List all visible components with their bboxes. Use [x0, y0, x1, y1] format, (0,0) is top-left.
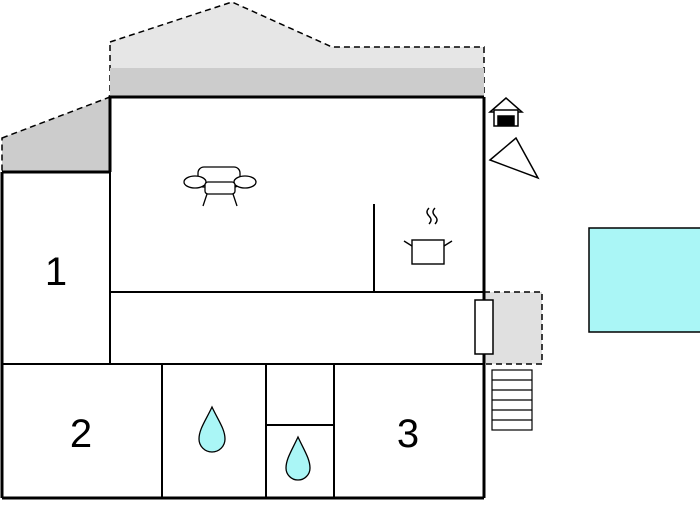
roof-band	[110, 68, 484, 97]
room-number-1: 1	[45, 250, 67, 294]
water-drop-icon	[198, 405, 226, 453]
water-drop-icon	[285, 435, 311, 481]
house-icon	[488, 97, 524, 127]
stairs	[491, 369, 533, 431]
room-number-3: 3	[397, 412, 419, 456]
walls	[0, 95, 486, 500]
door	[474, 299, 494, 355]
cooking-pot-icon	[403, 207, 453, 265]
sofa-icon	[183, 166, 257, 207]
side-roof-outline	[1, 95, 111, 173]
room-number-2: 2	[70, 412, 92, 456]
triangle-arrow-icon	[488, 136, 540, 180]
pool	[588, 227, 700, 333]
